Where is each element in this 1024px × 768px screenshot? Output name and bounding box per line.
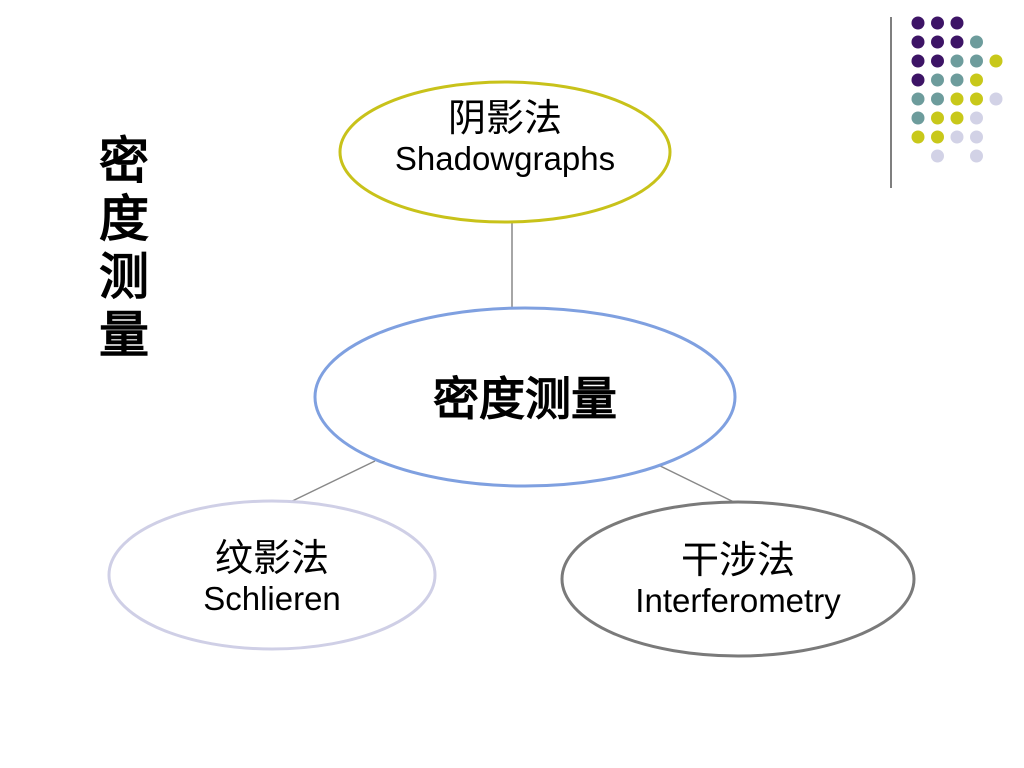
vertical-title-char: 密 [99, 131, 149, 190]
decorative-dot [911, 35, 925, 49]
decorative-dot [970, 130, 983, 144]
label-schlieren-en: Schlieren [203, 580, 341, 617]
decorative-dot [970, 35, 983, 49]
decorative-dot [970, 73, 983, 87]
node-shadowgraphs [338, 80, 672, 224]
node-schlieren [107, 499, 437, 651]
decorative-dot [989, 54, 1003, 68]
decorative-dot [931, 73, 944, 87]
vertical-title: 密 度 测 量 [92, 132, 156, 364]
decorative-dot [950, 54, 964, 68]
decorative-dot [970, 54, 983, 68]
decorative-dot [911, 92, 925, 106]
decorative-dot [970, 92, 983, 106]
decorative-dot [911, 130, 925, 144]
label-center: 密度测量 [330, 372, 720, 426]
label-shadowgraphs-zh: 阴影法 [447, 96, 562, 140]
decorative-dot [950, 111, 964, 125]
decorative-dot [931, 16, 944, 30]
decorative-dot [950, 35, 964, 49]
label-interferometry: 干涉法 Interferometry [578, 538, 898, 620]
decorative-dot [911, 16, 925, 30]
label-interferometry-zh: 干涉法 [680, 538, 795, 582]
label-schlieren-zh: 纹影法 [214, 536, 329, 580]
decorative-dot [931, 111, 944, 125]
decorative-dot [911, 111, 925, 125]
vertical-title-char: 度 [99, 189, 149, 248]
decorative-dot [950, 16, 964, 30]
vertical-title-char: 量 [99, 305, 149, 364]
label-shadowgraphs-en: Shadowgraphs [394, 140, 616, 177]
connector-left [281, 460, 376, 507]
label-shadowgraphs: 阴影法 Shadowgraphs [355, 96, 655, 178]
decorative-dot [911, 54, 925, 68]
decorative-dot [931, 149, 944, 163]
decorative-dot [970, 111, 983, 125]
decorative-dot [931, 35, 944, 49]
node-center [313, 306, 737, 488]
connector-right [649, 460, 743, 507]
label-interferometry-en: Interferometry [635, 582, 841, 619]
decorative-dot [950, 130, 964, 144]
decorative-dot [931, 130, 944, 144]
decorative-dot [970, 149, 983, 163]
vertical-title-char: 测 [99, 247, 149, 306]
decorative-dot [950, 92, 964, 106]
decorative-dot [989, 92, 1003, 106]
label-schlieren: 纹影法 Schlieren [122, 536, 422, 618]
node-interferometry [560, 500, 916, 658]
label-center-text: 密度测量 [433, 372, 617, 426]
decorative-dot [931, 92, 944, 106]
decorative-dot [950, 73, 964, 87]
decorative-dot [911, 73, 925, 87]
decorative-dot [931, 54, 944, 68]
